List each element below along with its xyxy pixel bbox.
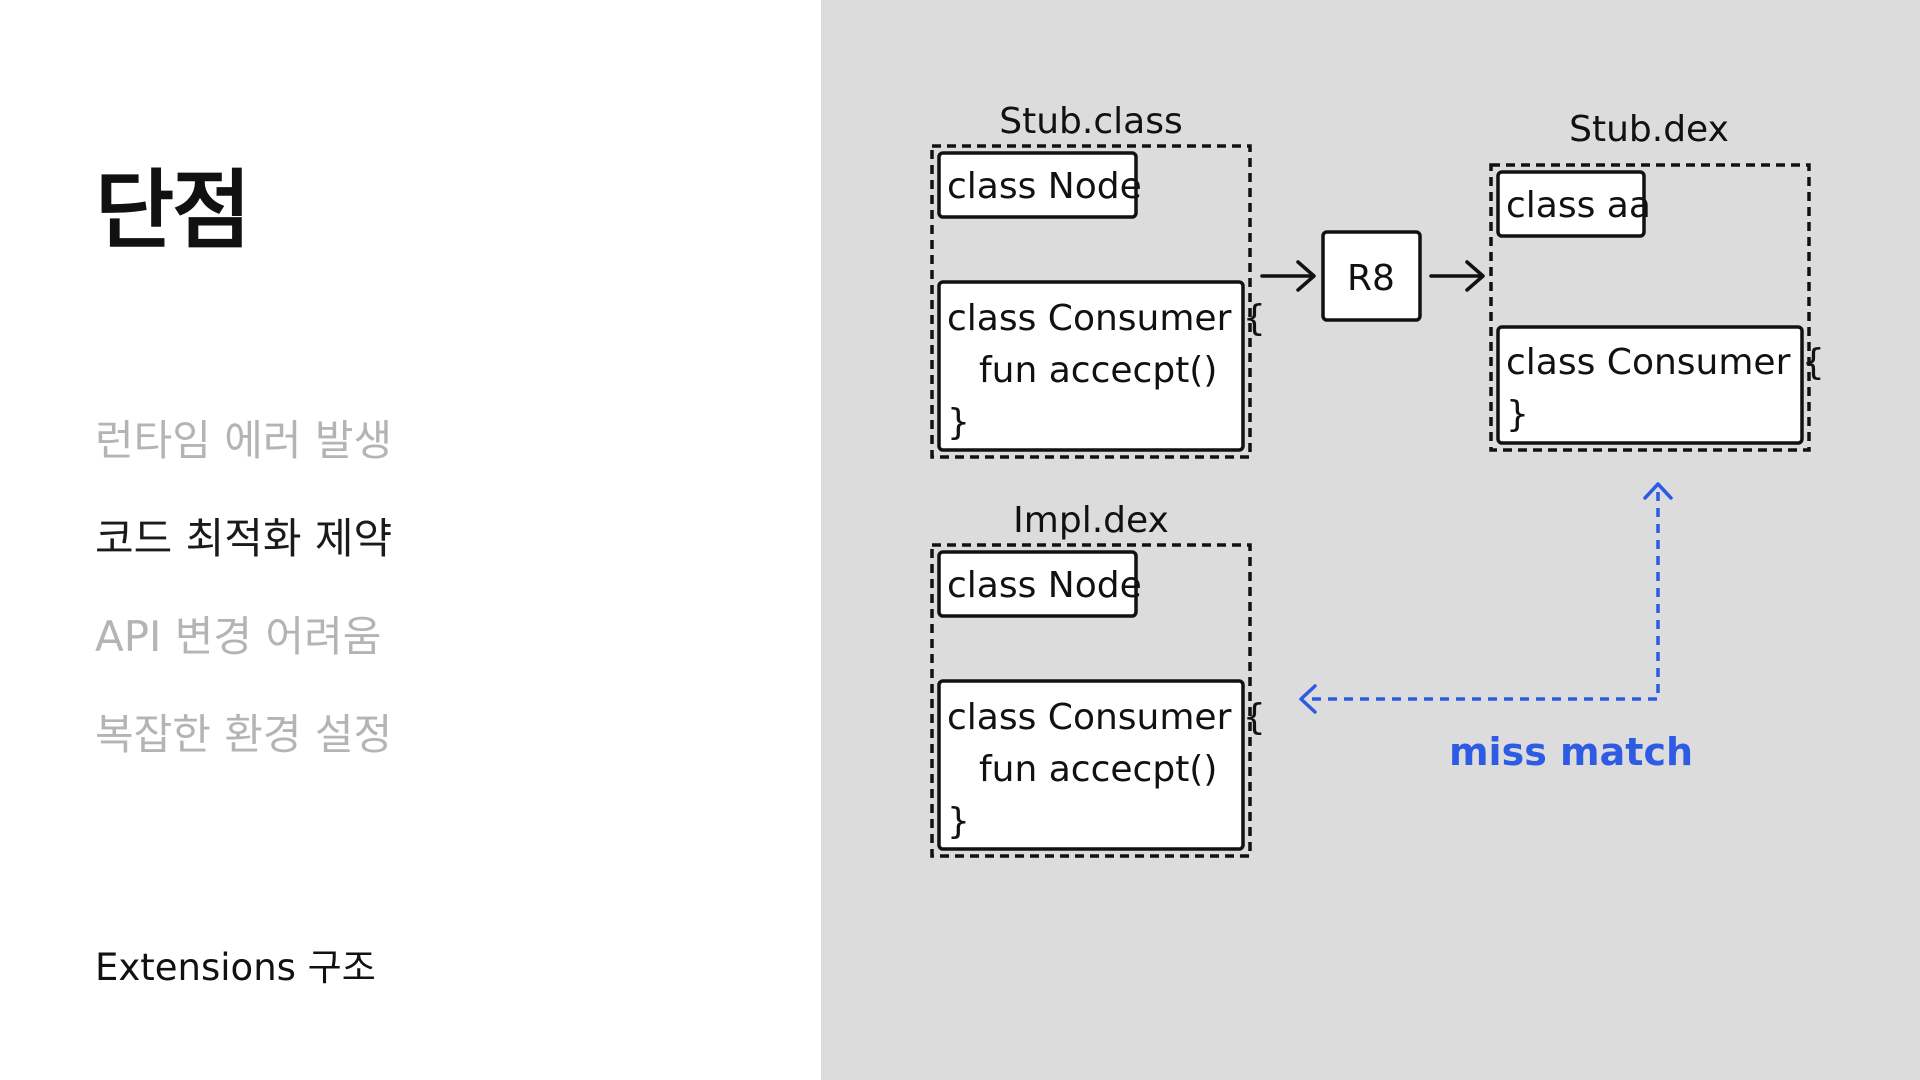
bullet-item-complex-setup: 복잡한 환경 설정 xyxy=(95,710,393,759)
slide-title: 단점 xyxy=(95,161,251,261)
r8-processor: R8 xyxy=(1321,230,1422,322)
r8-label: R8 xyxy=(1347,258,1395,299)
mismatch-arrowhead-up xyxy=(1643,482,1673,500)
stub-class-consumer-line-2: fun accecpt() xyxy=(979,350,1217,391)
stub-class-node-text: class Node xyxy=(947,166,1142,207)
impl-dex-label: Impl.dex xyxy=(1013,500,1169,541)
stub-class-consumer-line-1: class Consumer { xyxy=(947,298,1266,339)
stub-class-group: Stub.class class Node class Consumer { f… xyxy=(930,101,1266,459)
arrow-to-r8 xyxy=(1260,260,1316,292)
impl-dex-frame xyxy=(930,543,1252,858)
stub-class-consumer-line-3: } xyxy=(947,402,970,443)
mismatch-label: miss match xyxy=(1449,730,1693,774)
impl-dex-consumer-box xyxy=(937,679,1245,851)
stub-dex-consumer-line-2: } xyxy=(1506,394,1529,435)
impl-dex-node-text: class Node xyxy=(947,565,1142,606)
mismatch-dashed-line xyxy=(1308,492,1660,701)
stub-dex-consumer-line-1: class Consumer { xyxy=(1506,342,1825,383)
stub-dex-node-text: class aa xyxy=(1506,185,1651,226)
stub-class-consumer-box xyxy=(937,280,1245,452)
impl-dex-consumer-line-3: } xyxy=(947,801,970,842)
impl-dex-consumer-line-2: fun accecpt() xyxy=(979,749,1217,790)
build-diagram: Stub.class class Node class Consumer { f… xyxy=(821,0,1920,1080)
stub-class-frame xyxy=(930,144,1252,459)
diagram-panel: Stub.class class Node class Consumer { f… xyxy=(821,0,1920,1080)
impl-dex-group: Impl.dex class Node class Consumer { fun… xyxy=(930,500,1266,858)
stub-class-label: Stub.class xyxy=(999,101,1182,142)
bullet-item-runtime-error: 런타임 에러 발생 xyxy=(95,416,393,465)
bullet-list: 런타임 에러 발생 코드 최적화 제약 API 변경 어려움 복잡한 환경 설정 xyxy=(95,420,392,812)
stub-class-node-box xyxy=(937,151,1138,219)
impl-dex-node-box xyxy=(937,550,1138,618)
stub-dex-consumer-box xyxy=(1496,325,1804,445)
stub-dex-label: Stub.dex xyxy=(1569,109,1729,150)
impl-dex-consumer-line-1: class Consumer { xyxy=(947,697,1266,738)
stub-dex-node-box xyxy=(1496,170,1646,238)
mismatch-connector: miss match xyxy=(1299,482,1693,774)
left-panel: 단점 런타임 에러 발생 코드 최적화 제약 API 변경 어려움 복잡한 환경… xyxy=(0,0,821,1080)
footer-label: Extensions 구조 xyxy=(95,946,376,989)
bullet-item-optimization-limit: 코드 최적화 제약 xyxy=(95,514,393,563)
bullet-item-api-change: API 변경 어려움 xyxy=(95,612,382,661)
stub-dex-group: Stub.dex class aa class Consumer { } xyxy=(1489,109,1825,452)
stub-dex-frame xyxy=(1489,163,1811,452)
arrow-to-stub-dex xyxy=(1429,260,1485,292)
mismatch-arrowhead-left xyxy=(1299,684,1317,714)
r8-box xyxy=(1321,230,1422,322)
